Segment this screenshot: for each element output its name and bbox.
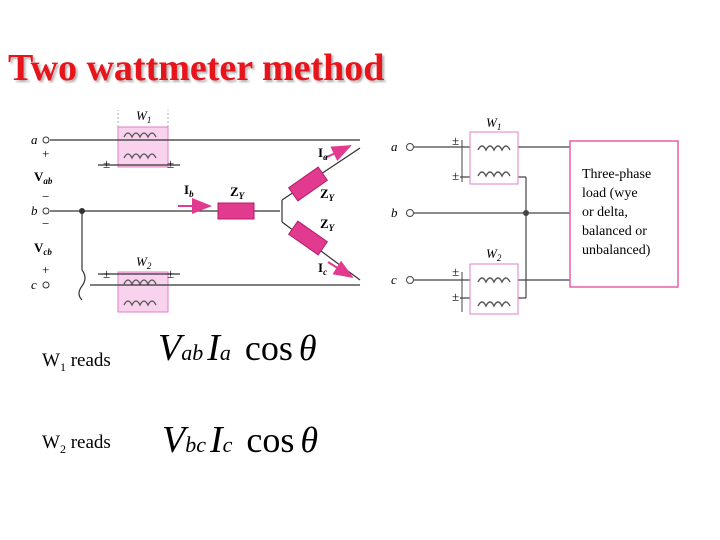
node-b-left: b [31, 203, 38, 218]
ic-arrow [327, 260, 354, 279]
zy-impedance-a [287, 166, 329, 202]
pm-w2-left-2: ± [167, 266, 174, 281]
w2-label-right: W2 [486, 246, 502, 263]
load-label: Three-phase load (wye or delta, balanced… [582, 167, 651, 258]
w1-label-right: W1 [486, 115, 501, 132]
terminal-a-right [406, 143, 414, 151]
load-line-5: unbalanced) [582, 243, 651, 258]
w1-label-left: W1 [136, 108, 151, 125]
pm-w1-left-2: ± [167, 156, 174, 171]
pm-w1-right-2: ± [452, 168, 459, 183]
left-junction-dot [79, 208, 85, 214]
node-a-left: a [31, 132, 38, 147]
terminal-c-right [406, 276, 414, 284]
ic-label: Ic [318, 260, 327, 277]
terminal-a-left [42, 136, 50, 144]
pm-w1-right-1: ± [452, 133, 459, 148]
vcb-label: Vcb [34, 240, 52, 257]
pm-w2-left-1: ± [103, 266, 110, 281]
terminal-c-left [42, 281, 50, 289]
minus-sign-2: − [42, 216, 49, 231]
w2-wattmeter-left [117, 271, 169, 313]
minus-sign-1: − [42, 189, 49, 204]
right-junction-dot [523, 210, 529, 216]
slide-title: Two wattmeter method [8, 47, 385, 89]
zy-label-b: ZY [230, 184, 246, 201]
zy-label-a: ZY [320, 186, 336, 203]
plus-sign-2: + [42, 262, 49, 277]
left-wires [50, 139, 361, 301]
node-c-right: c [391, 272, 397, 287]
load-line-1: Three-phase [582, 167, 651, 182]
pm-w1-left-1: ± [103, 156, 110, 171]
node-a-right: a [391, 139, 398, 154]
w1-reads-label: W1 reads [42, 350, 111, 374]
ia-arrow [324, 145, 352, 162]
ib-label: Ib [184, 182, 194, 199]
load-line-2: load (wye [582, 186, 638, 201]
terminal-b-right [406, 209, 414, 217]
plus-sign-1: + [42, 146, 49, 161]
w2-reads-label: W2 reads [42, 432, 111, 456]
zy-impedance-c [287, 220, 329, 256]
pm-w2-right-1: ± [452, 264, 459, 279]
node-b-right: b [391, 205, 398, 220]
node-c-left: c [31, 277, 37, 292]
w1-wattmeter-left [117, 110, 169, 168]
pm-w2-right-2: ± [452, 289, 459, 304]
w2-wattmeter-right [461, 263, 519, 315]
vab-label: Vab [34, 169, 53, 186]
load-line-4: balanced or [582, 224, 647, 239]
zy-label-c: ZY [320, 216, 336, 233]
terminal-b-left [42, 207, 50, 215]
ia-label: Ia [318, 145, 328, 162]
zy-impedance-b [217, 202, 255, 220]
three-phase-load-box [569, 140, 679, 288]
load-line-3: or delta, [582, 205, 628, 220]
w2-label-left: W2 [136, 254, 152, 271]
right-wires [414, 146, 570, 299]
w1-wattmeter-right [461, 131, 519, 185]
